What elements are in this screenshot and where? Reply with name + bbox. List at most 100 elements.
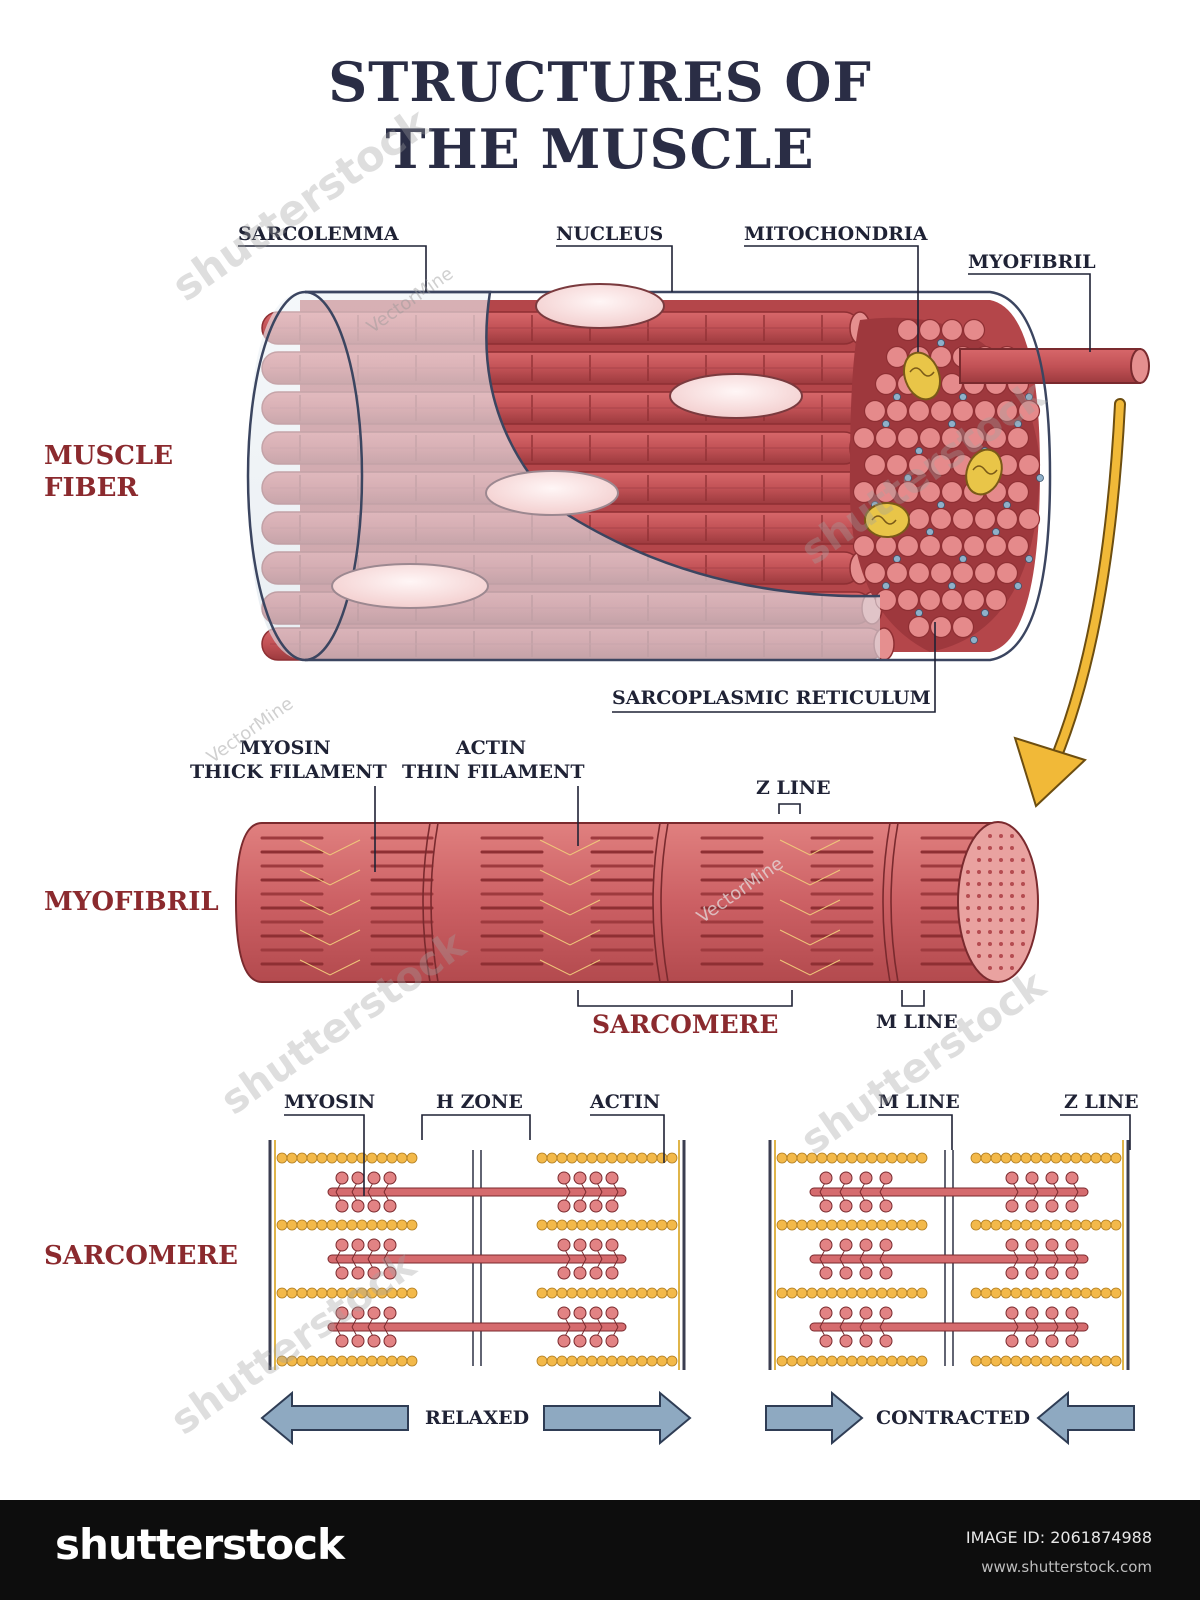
myofibril-face-dot xyxy=(966,930,970,934)
myosin-head xyxy=(859,1199,873,1213)
myofibril-hex-line xyxy=(299,839,841,856)
leader-myofibril xyxy=(968,273,1091,352)
myosin-head xyxy=(859,1306,873,1320)
myosin-head xyxy=(383,1306,397,1320)
face-myofibril-circle xyxy=(984,588,1008,612)
myofibril-face-dot xyxy=(999,906,1003,910)
myosin-head xyxy=(383,1171,397,1185)
myosin-head xyxy=(351,1306,365,1320)
label-myosin-thick-filament: MYOSIN THICK FILAMENT xyxy=(190,736,387,784)
actin-bead xyxy=(546,1355,558,1367)
actin-bead xyxy=(776,1287,788,1299)
actin-bead xyxy=(396,1219,408,1231)
actin-bead xyxy=(596,1287,608,1299)
actin-bead xyxy=(546,1152,558,1164)
actin-bead xyxy=(826,1355,838,1367)
actin-bead xyxy=(326,1152,338,1164)
face-myofibril-circle xyxy=(885,561,909,585)
myosin-head xyxy=(1025,1266,1039,1280)
actin-bead xyxy=(1040,1219,1052,1231)
myosin-filament xyxy=(809,1187,1089,1197)
actin-bead xyxy=(980,1355,992,1367)
myosin-head xyxy=(1005,1238,1019,1252)
actin-bead xyxy=(816,1287,828,1299)
myosin-head xyxy=(573,1334,587,1348)
myofibril-face-dot xyxy=(988,942,992,946)
zoom-arrow xyxy=(1046,400,1124,776)
myosin-head xyxy=(1025,1334,1039,1348)
actin-bead xyxy=(796,1355,808,1367)
myofibril-leader-lines xyxy=(374,786,925,1007)
actin-bead xyxy=(626,1355,638,1367)
face-myofibril-circle xyxy=(918,534,942,558)
actin-bead xyxy=(906,1355,918,1367)
face-myofibril-circle xyxy=(940,318,964,342)
actin-bead xyxy=(306,1219,318,1231)
myofibril-face-dot xyxy=(1010,966,1014,970)
reticulum-dot xyxy=(915,609,923,617)
leader-nucleus xyxy=(556,245,673,292)
nucleus xyxy=(331,563,489,609)
sarcomere-relaxed-drawing xyxy=(268,1140,686,1370)
myofibril-face-dot xyxy=(1021,906,1025,910)
reticulum-dot xyxy=(959,555,967,563)
myofibril-face-dot xyxy=(977,930,981,934)
fiber-leader-lines xyxy=(238,245,1091,713)
label-myosin-line-2: THICK FILAMENT xyxy=(190,761,387,783)
actin-bead xyxy=(596,1355,608,1367)
reticulum-dot xyxy=(948,582,956,590)
myosin-head xyxy=(351,1199,365,1213)
actin-bead xyxy=(776,1219,788,1231)
myosin-head xyxy=(1045,1199,1059,1213)
actin-bead xyxy=(1080,1287,1092,1299)
actin-bead xyxy=(1080,1219,1092,1231)
myosin-head xyxy=(1065,1334,1079,1348)
myosin-head xyxy=(335,1238,349,1252)
actin-bead xyxy=(566,1355,578,1367)
myosin-head xyxy=(1025,1171,1039,1185)
reticulum-dot xyxy=(970,636,978,644)
myofibril-z-disc xyxy=(430,822,439,983)
myosin-head xyxy=(1025,1306,1039,1320)
actin-bead xyxy=(856,1355,868,1367)
myofibril-hex-line xyxy=(299,869,841,886)
myosin-head xyxy=(383,1334,397,1348)
actin-bead xyxy=(336,1287,348,1299)
actin-bead xyxy=(1050,1219,1062,1231)
actin-bead xyxy=(346,1355,358,1367)
actin-bead xyxy=(636,1219,648,1231)
face-myofibril-circle xyxy=(885,453,909,477)
face-myofibril-circle xyxy=(874,372,898,396)
actin-bead xyxy=(836,1355,848,1367)
myofibril-face-dot xyxy=(977,870,981,874)
actin-bead xyxy=(556,1219,568,1231)
actin-bead xyxy=(990,1152,1002,1164)
face-myofibril-circle xyxy=(962,588,986,612)
actin-bead xyxy=(1020,1219,1032,1231)
myofibril-face-dot xyxy=(999,918,1003,922)
label-sarcoplasmic-reticulum: SARCOPLASMIC RETICULUM xyxy=(612,687,931,709)
actin-bead xyxy=(296,1152,308,1164)
myosin-head xyxy=(351,1171,365,1185)
myofibril-face-dot xyxy=(977,942,981,946)
myofibril-face-dot xyxy=(966,906,970,910)
actin-bead xyxy=(336,1219,348,1231)
face-myofibril-circle xyxy=(885,399,909,423)
actin-bead xyxy=(626,1287,638,1299)
myosin-head xyxy=(557,1266,571,1280)
face-myofibril-circle xyxy=(874,534,898,558)
face-myofibril-circle xyxy=(907,453,931,477)
actin-bead xyxy=(666,1287,678,1299)
face-myofibril-circle xyxy=(896,588,920,612)
reticulum-dot xyxy=(992,528,1000,536)
actin-bead xyxy=(1010,1287,1022,1299)
section-muscle-fiber-line-1: MUSCLE xyxy=(44,441,174,471)
actin-bead xyxy=(316,1287,328,1299)
protruding-myofibril xyxy=(959,348,1141,384)
actin-bead xyxy=(1060,1219,1072,1231)
actin-bead xyxy=(1090,1219,1102,1231)
face-myofibril-circle xyxy=(852,426,876,450)
actin-bead xyxy=(866,1219,878,1231)
face-myofibril-circle xyxy=(951,561,975,585)
face-myofibril-circle xyxy=(940,426,964,450)
